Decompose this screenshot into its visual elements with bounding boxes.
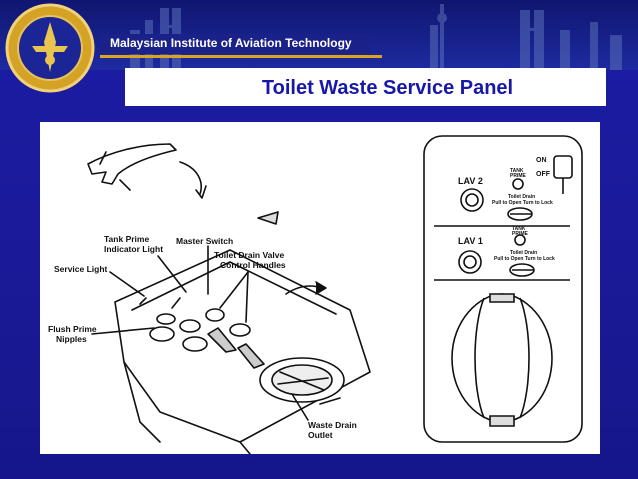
label-control-handles: Control Handles bbox=[220, 260, 286, 270]
panel-lav2-label: LAV 2 bbox=[458, 176, 483, 186]
label-waste-drain: Waste Drain bbox=[308, 420, 357, 430]
institute-bar bbox=[100, 34, 370, 54]
panel-lav1-prime: PRIME bbox=[512, 231, 529, 237]
label-outlet: Outlet bbox=[308, 430, 333, 440]
label-service-light: Service Light bbox=[54, 264, 108, 274]
panel-lav2-tank: TANK bbox=[510, 168, 524, 174]
gold-divider bbox=[100, 55, 382, 58]
service-panel-diagram: Tank Prime Indicator Light Master Switch… bbox=[48, 135, 583, 455]
slide-title-text: Toilet Waste Service Panel bbox=[261, 77, 514, 99]
title-banner bbox=[125, 68, 606, 106]
label-nipples: Nipples bbox=[56, 334, 87, 344]
panel-lav2-prime: PRIME bbox=[510, 173, 527, 179]
panel-lav1-label: LAV 1 bbox=[458, 236, 483, 246]
panel-lav1-pull-turn: Pull to Open Turn to Lock bbox=[494, 256, 555, 262]
label-master-switch: Master Switch bbox=[176, 236, 233, 246]
panel-lav2-pull-turn: Pull to Open Turn to Lock bbox=[492, 200, 553, 206]
panel-lav1-toilet-drain: Toilet Drain bbox=[510, 250, 537, 256]
label-tank-prime: Tank Prime bbox=[104, 234, 149, 244]
slide-title: Toilet Waste Service Panel bbox=[125, 68, 606, 106]
label-toilet-drain-valve: Toilet Drain Valve bbox=[214, 250, 285, 260]
panel-off-label: OFF bbox=[536, 171, 551, 178]
panel-on-label: ON bbox=[536, 157, 547, 164]
panel-lav1-tank: TANK bbox=[512, 226, 526, 232]
label-indicator-light: Indicator Light bbox=[104, 244, 163, 254]
panel-lav2-toilet-drain: Toilet Drain bbox=[508, 194, 535, 200]
institute-name: Malaysian Institute of Aviation Technolo… bbox=[110, 36, 352, 50]
label-flush-prime: Flush Prime bbox=[48, 324, 97, 334]
institute-logo bbox=[4, 2, 96, 94]
diagram-image: Tank Prime Indicator Light Master Switch… bbox=[40, 122, 600, 455]
